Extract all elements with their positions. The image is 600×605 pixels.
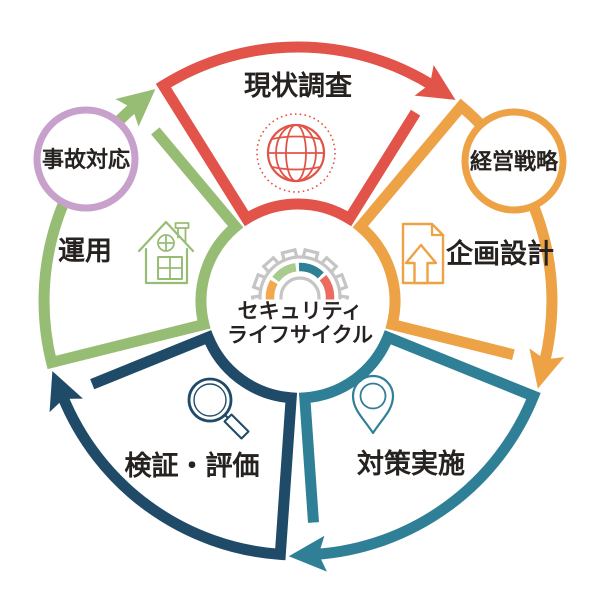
magnifier-handle bbox=[223, 413, 250, 440]
document-fold-corner bbox=[430, 222, 445, 237]
phase-label-planning-design: 企画設計 bbox=[446, 238, 554, 269]
gear-arc-red bbox=[319, 274, 335, 300]
phase-segment-current-state-survey bbox=[155, 41, 456, 227]
house-walls bbox=[144, 247, 189, 285]
upload-arrow bbox=[404, 243, 438, 285]
gear-arc-green bbox=[272, 263, 297, 283]
magnifier-glass bbox=[187, 377, 233, 423]
center-title-line2: ライフサイクル bbox=[227, 324, 373, 347]
segment-outline bbox=[298, 330, 541, 560]
gear-arc-orange bbox=[265, 279, 278, 300]
pin-inner-circle bbox=[359, 382, 387, 410]
phase-label-countermeasure-implementation: 対策実施 bbox=[357, 448, 465, 479]
house-roof bbox=[137, 220, 195, 253]
house-round-window-cross bbox=[159, 236, 173, 250]
globe-dotted-ring bbox=[256, 113, 336, 193]
map-pin-icon bbox=[351, 374, 395, 435]
badge-label: 経営戦略 bbox=[470, 149, 559, 174]
house-icon bbox=[137, 220, 195, 285]
flow-arrow-icon bbox=[414, 65, 456, 100]
center-title-line1: セキュリティ bbox=[238, 300, 363, 323]
management-strategy-badge: 経営戦略 bbox=[461, 108, 567, 214]
globe-latitude-north bbox=[271, 135, 321, 140]
magnifier-glass-inner bbox=[193, 383, 227, 417]
phase-segment-verification-evaluation bbox=[49, 330, 298, 561]
flow-arrow-icon bbox=[288, 535, 327, 572]
magnifier-icon bbox=[187, 377, 250, 440]
phase-label-operation: 運用 bbox=[58, 236, 112, 266]
gear-icon bbox=[250, 247, 350, 300]
flow-arrow-icon bbox=[529, 348, 565, 389]
flow-arrow-icon bbox=[49, 371, 83, 413]
phase-label-current-state-survey: 現状調査 bbox=[244, 70, 352, 101]
badge-circle bbox=[461, 108, 567, 214]
document-upload-icon bbox=[401, 222, 445, 285]
badge-label: 事故対応 bbox=[42, 147, 130, 172]
segment-outline bbox=[155, 41, 436, 227]
gear-arc-teal bbox=[298, 262, 324, 279]
pin-outline bbox=[351, 374, 395, 435]
gear-hub bbox=[279, 276, 321, 300]
globe-icon bbox=[256, 113, 336, 193]
flow-arrow-icon bbox=[115, 89, 156, 127]
house-round-window bbox=[157, 234, 175, 252]
incident-response-badge: 事故対応 bbox=[33, 106, 139, 212]
house-chimney-cap bbox=[174, 222, 190, 229]
house-square-window-cross bbox=[158, 257, 182, 279]
segment-outline bbox=[57, 330, 298, 561]
globe-latitude-south bbox=[271, 166, 321, 171]
badge-circle bbox=[33, 106, 139, 212]
phase-label-verification-evaluation: 検証・評価 bbox=[125, 450, 260, 481]
